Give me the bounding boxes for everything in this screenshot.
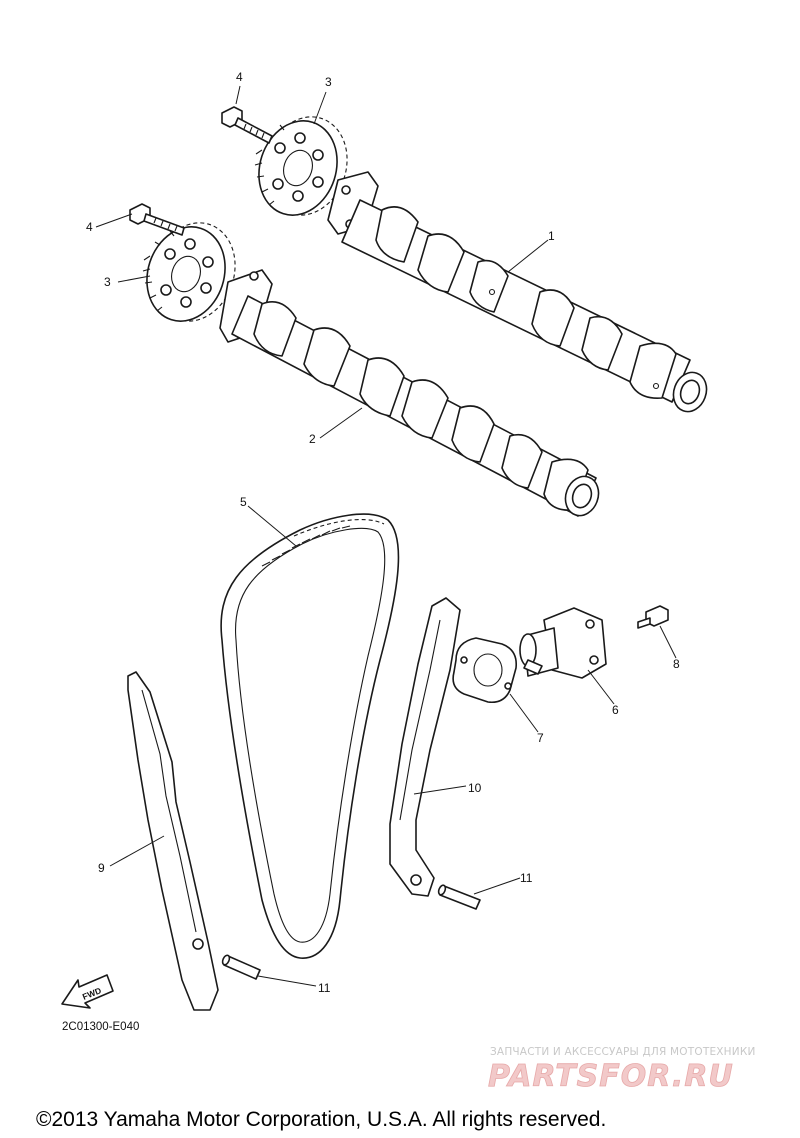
upper-sprocket-bolt (221, 106, 273, 144)
callout-5: 5 (240, 495, 247, 509)
callout-1: 1 (548, 229, 555, 243)
callout-2: 2 (309, 432, 316, 446)
callout-6: 6 (612, 703, 619, 717)
leader-lines (95, 85, 677, 987)
lower-camshaft-sprocket (142, 222, 236, 322)
guide-pin-right (437, 884, 481, 910)
tensioner-bolt (637, 605, 669, 629)
callout-4-lower: 4 (86, 220, 93, 234)
callout-11-right: 11 (520, 871, 533, 885)
drawing-code: 2C01300-E040 (62, 1021, 139, 1033)
upper-camshaft-sprocket (254, 116, 348, 216)
timing-chain (220, 513, 400, 959)
tensioner-guide (389, 597, 461, 897)
camshaft-1 (327, 171, 708, 413)
callout-7: 7 (537, 731, 544, 745)
callout-10: 10 (468, 781, 482, 795)
callout-9: 9 (98, 861, 105, 875)
guide-pin-lower (221, 954, 261, 980)
cam-chain-tensioner (519, 607, 607, 679)
copyright-notice: ©2013 Yamaha Motor Corporation, U.S.A. A… (36, 1108, 606, 1131)
tensioner-gasket (452, 637, 518, 704)
callout-3-lower: 3 (104, 275, 111, 289)
watermark-tagline: ЗАПЧАСТИ И АКСЕССУАРЫ ДЛЯ МОТОТЕХНИКИ (490, 1046, 756, 1058)
fwd-arrow-icon: FWD (61, 974, 114, 1009)
watermark: ЗАПЧАСТИ И АКСЕССУАРЫ ДЛЯ МОТОТЕХНИКИ PA… (488, 1046, 756, 1094)
callout-3-upper: 3 (325, 75, 332, 89)
chain-guide (127, 671, 219, 1011)
lower-sprocket-bolt (129, 203, 185, 236)
callout-11-lower: 11 (318, 981, 331, 995)
callout-8: 8 (673, 657, 680, 671)
callout-4-upper: 4 (236, 70, 243, 84)
callout-labels: 1 2 3 3 4 4 5 6 7 8 9 10 11 11 (86, 70, 680, 995)
watermark-logo: PARTSFOR.RU (488, 1059, 734, 1094)
camshaft-2 (219, 269, 600, 517)
